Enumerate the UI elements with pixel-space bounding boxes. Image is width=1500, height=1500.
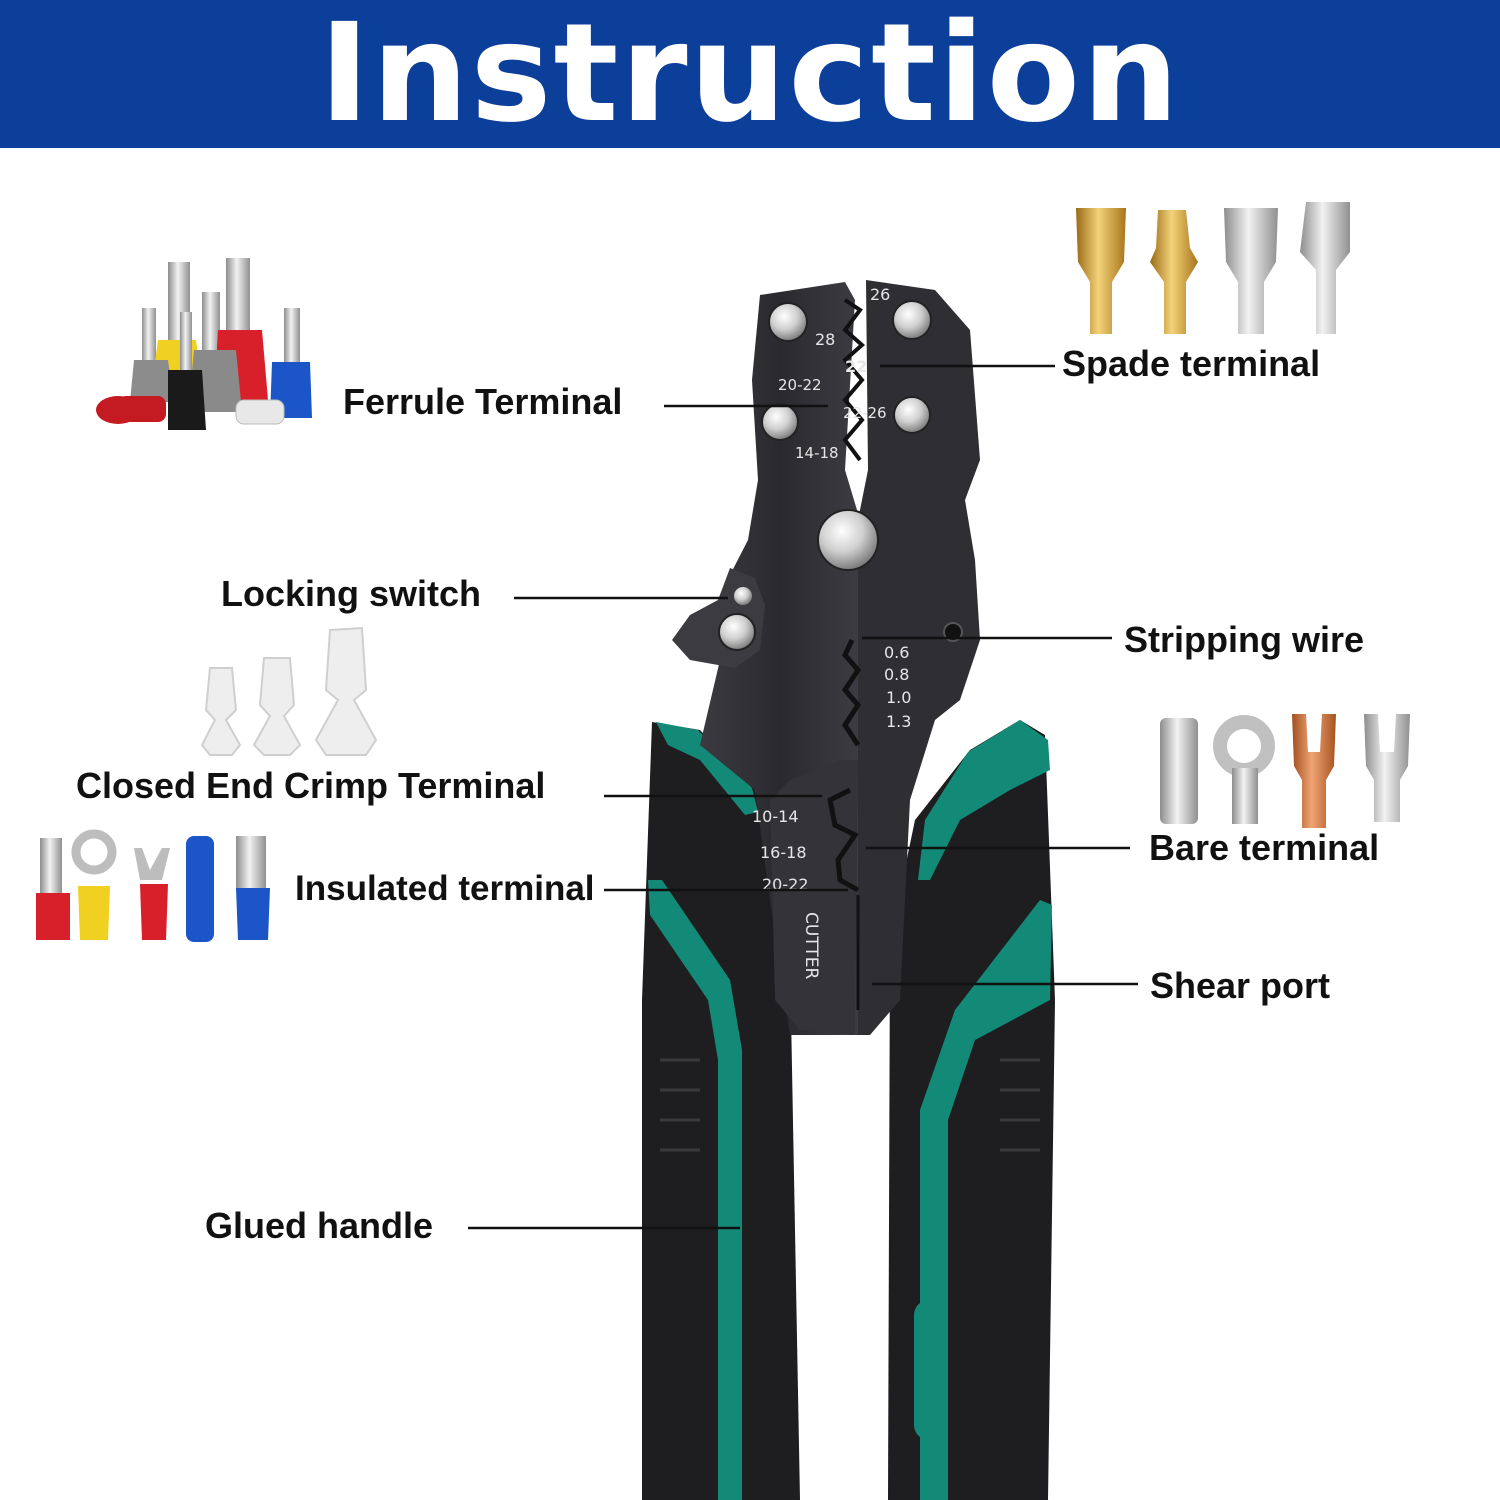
crimping-tool: 26 28 22 20-22 22-26 14-18 0.6 0.8 1.0 1… — [642, 280, 1055, 1500]
label-closed-end-crimp-terminal: Closed End Crimp Terminal — [76, 765, 546, 806]
label-shear-port: Shear port — [1150, 965, 1331, 1006]
insulated-terminals-image — [36, 829, 270, 942]
strip-mark-0-6: 0.6 — [884, 643, 909, 662]
label-bare-terminal: Bare terminal — [1149, 827, 1380, 868]
tool-jaw — [672, 280, 980, 1035]
label-ferrule-terminal: Ferrule Terminal — [343, 381, 623, 422]
locking-switch-lever — [672, 568, 765, 668]
pivot-rivet — [817, 509, 879, 571]
crimp-mark-16-18: 16-18 — [760, 843, 807, 862]
leader-lines — [468, 364, 1138, 1230]
crimp-mark-10-14: 10-14 — [752, 807, 799, 826]
closed-end-terminals-image — [200, 626, 378, 756]
jaw-mark-28: 28 — [815, 330, 835, 349]
label-spade-terminal: Spade terminal — [1062, 343, 1321, 384]
strip-mark-0-8: 0.8 — [884, 665, 909, 684]
page-title: Instruction — [319, 0, 1181, 153]
label-glued-handle: Glued handle — [205, 1205, 434, 1246]
label-insulated-terminal: Insulated terminal — [295, 869, 595, 908]
label-locking-switch: Locking switch — [221, 573, 482, 614]
tool-markings: 26 28 22 20-22 22-26 14-18 0.6 0.8 1.0 1… — [752, 285, 911, 980]
adjust-screw — [943, 622, 963, 642]
jaw-mark-22-26: 22-26 — [843, 404, 887, 422]
jaw-mark-20-22: 20-22 — [778, 376, 822, 394]
ferrule-terminals-image — [96, 258, 312, 430]
strip-mark-1-0: 1.0 — [886, 688, 911, 707]
title-banner: Instruction — [0, 0, 1500, 148]
cutter-mark: CUTTER — [801, 912, 821, 980]
jaw-mark-14-18: 14-18 — [795, 444, 839, 462]
label-stripping-wire: Stripping wire — [1124, 619, 1365, 660]
jaw-mark-22: 22 — [845, 357, 867, 376]
bare-terminals-image — [1160, 714, 1410, 828]
right-handle — [888, 720, 1055, 1500]
jaw-mark-26: 26 — [870, 285, 890, 304]
spade-terminals-image — [1076, 202, 1350, 334]
strip-mark-1-3: 1.3 — [886, 712, 911, 731]
left-handle — [642, 722, 800, 1500]
grip-ribs — [660, 1058, 1040, 1152]
